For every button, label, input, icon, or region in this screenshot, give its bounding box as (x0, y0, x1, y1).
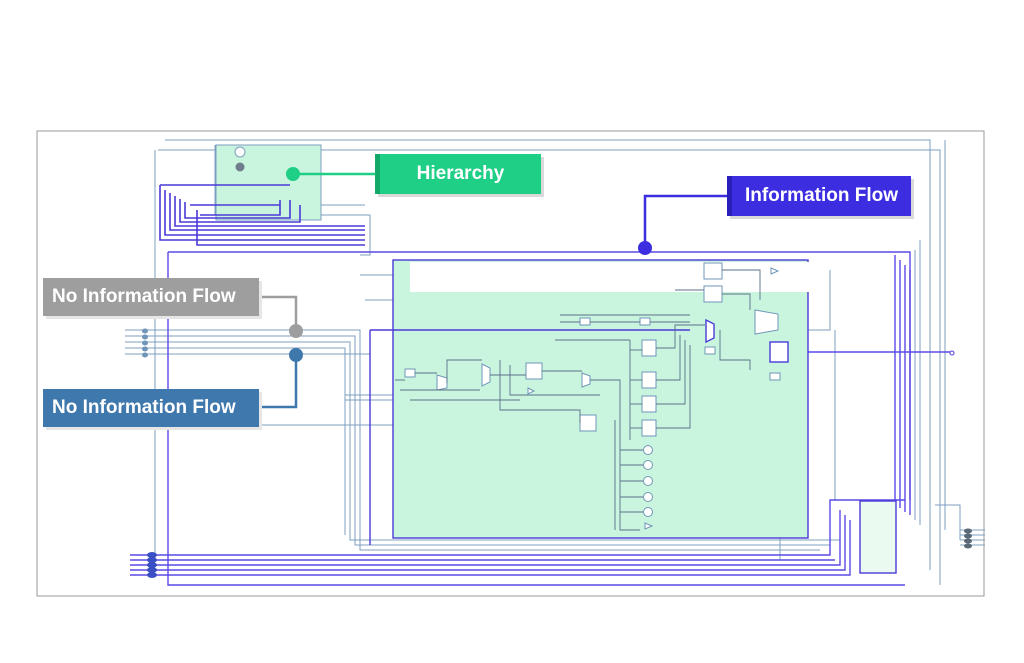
information-flow-marker (638, 241, 652, 255)
hierarchy-marker (286, 167, 300, 181)
output-pin (949, 350, 955, 356)
no-information-flow-gray-label: No Information Flow (43, 278, 259, 316)
hierarchy-label: Hierarchy (375, 154, 541, 194)
central-module-header (410, 262, 810, 292)
no-information-flow-blue-label: No Information Flow (43, 389, 259, 427)
central-module (392, 259, 809, 539)
dark-wires (159, 184, 365, 246)
bus-pins (142, 328, 972, 578)
no-information-flow-gray-marker (289, 324, 303, 338)
hierarchy-module (215, 144, 322, 221)
no-information-flow-blue-marker (289, 348, 303, 362)
output-module (859, 500, 897, 574)
callout-leaders (259, 172, 727, 409)
hierarchy-port-filled (235, 162, 245, 172)
central-inner-wire (369, 329, 690, 545)
purple-border-wires (130, 251, 950, 586)
logic-cells (404, 262, 789, 530)
information-flow-label: Information Flow (727, 176, 911, 216)
internal-wires (395, 269, 761, 531)
hierarchy-port-open (234, 146, 246, 158)
